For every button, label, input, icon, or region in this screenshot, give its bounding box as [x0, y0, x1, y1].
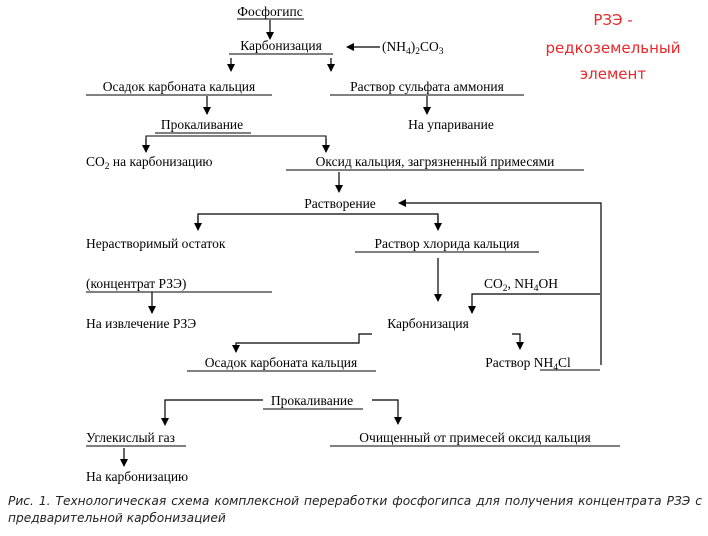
ree-definition-note: РЗЭ - редкоземельный элемент [546, 11, 681, 83]
node-ree-concentrate: (концентрат РЗЭ) [86, 276, 186, 291]
node-phosphogypsum: Фосфогипс [237, 4, 302, 19]
node-nh4cl-solution: Раствор NH4Cl [485, 355, 571, 373]
flow-arrows [120, 20, 602, 467]
node-carbon-dioxide: Углекислый газ [86, 430, 175, 445]
process-flow-diagram: РЗЭ - редкоземельный элемент Фосфогипс К… [86, 4, 681, 484]
node-calcium-carbonate-precipitate-1: Осадок карбоната кальция [103, 79, 255, 94]
node-carbonization-1: Карбонизация [240, 38, 322, 53]
node-calcination-1: Прокаливание [161, 117, 243, 132]
node-carbonization-2: Карбонизация [387, 316, 469, 331]
note-line-2: редкоземельный [546, 39, 681, 57]
note-line-1: РЗЭ - [593, 11, 632, 29]
node-calcium-carbonate-precipitate-2: Осадок карбоната кальция [205, 355, 357, 370]
node-to-carbonization: На карбонизацию [86, 469, 188, 484]
node-contaminated-calcium-oxide: Оксид кальция, загрязненный примесями [316, 154, 555, 169]
label-underlines [86, 18, 620, 447]
node-co2-to-carbonization: CO2 на карбонизацию [86, 154, 213, 172]
node-purified-calcium-oxide: Очищенный от примесей оксид кальция [359, 430, 590, 445]
node-to-evaporation: На упаривание [408, 117, 494, 132]
node-reagent-nh4-co3: (NH4)2CO3 [382, 39, 444, 57]
node-calcination-2: Прокаливание [271, 393, 353, 408]
node-co2-nh4oh: CO2, NH4OH [484, 276, 558, 294]
node-dissolution: Растворение [304, 196, 376, 211]
figure-caption: Рис. 1. Технологическая схема комплексно… [8, 494, 702, 525]
node-calcium-chloride-solution: Раствор хлорида кальция [374, 236, 519, 251]
node-ammonium-sulfate-solution: Раствор сульфата аммония [350, 79, 504, 94]
node-to-ree-extraction: На извлечение РЗЭ [86, 316, 196, 331]
note-line-3: элемент [580, 65, 646, 83]
node-insoluble-residue: Нерастворимый остаток [86, 236, 226, 251]
